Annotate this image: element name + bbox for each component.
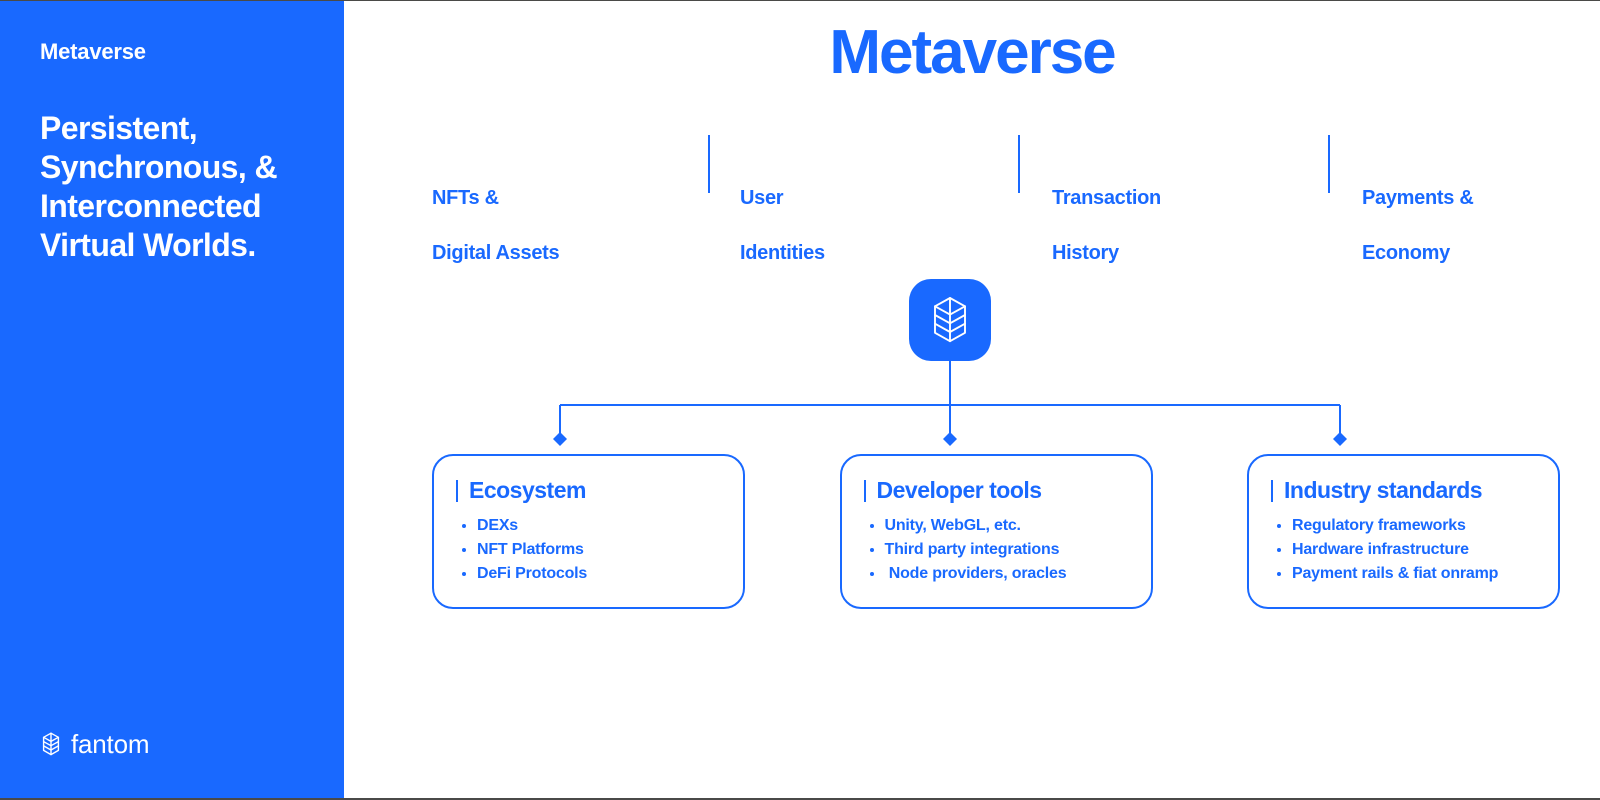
pillar-divider <box>1018 135 1020 193</box>
list-item: Payment rails & fiat onramp <box>1275 562 1538 586</box>
card-row: Ecosystem DEXs NFT Platforms DeFi Protoc… <box>432 454 1560 609</box>
pillar-transaction-history: Transaction History <box>1018 130 1328 268</box>
list-item: NFT Platforms <box>460 538 723 562</box>
pillar-label-line2: Economy <box>1362 242 1450 265</box>
sidebar-brand-lockup: fantom <box>40 731 149 757</box>
pillar-row: NFTs & Digital Assets User Identities Tr… <box>432 130 1532 268</box>
page-title: Metaverse <box>829 18 1116 87</box>
pillar-payments-economy: Payments & Economy <box>1328 130 1600 268</box>
list-item: Node providers, oracles <box>868 562 1131 586</box>
sidebar-kicker: Metaverse <box>40 39 146 64</box>
card-title: Ecosystem <box>469 477 586 503</box>
connector-tree <box>553 361 1347 446</box>
pillar-label-line1: Transaction <box>1052 187 1161 210</box>
card-accent-bar <box>1271 479 1273 502</box>
card-list: Regulatory frameworks Hardware infrastru… <box>1271 514 1538 586</box>
list-item: DEXs <box>460 514 723 538</box>
card-header: Developer tools <box>863 477 1131 503</box>
card-accent-bar <box>456 479 458 502</box>
card-list: Unity, WebGL, etc. Third party integrati… <box>864 514 1131 586</box>
sidebar: Metaverse Persistent, Synchronous, & Int… <box>0 1 344 798</box>
card-list: DEXs NFT Platforms DeFi Protocols <box>456 514 723 586</box>
sidebar-headline: Persistent, Synchronous, & Interconnecte… <box>40 110 278 264</box>
fantom-logo-icon <box>40 731 62 757</box>
card-ecosystem: Ecosystem DEXs NFT Platforms DeFi Protoc… <box>432 454 745 609</box>
connector-diamond-markers <box>553 432 1347 446</box>
card-accent-bar <box>863 479 866 502</box>
card-header: Industry standards <box>1271 477 1538 503</box>
pillar-nfts-digital-assets: NFTs & Digital Assets <box>432 130 708 268</box>
list-item: Regulatory frameworks <box>1275 514 1538 538</box>
card-developer-tools: Developer tools Unity, WebGL, etc. Third… <box>839 454 1153 609</box>
pillar-divider <box>708 135 710 193</box>
list-item: Hardware infrastructure <box>1275 538 1538 562</box>
sidebar-brand-name: fantom <box>71 729 150 759</box>
pillar-user-identities: User Identities <box>708 130 1018 268</box>
pillar-divider <box>1328 135 1330 193</box>
fantom-logo-icon <box>928 294 972 346</box>
card-header: Ecosystem <box>456 477 723 503</box>
stage: Metaverse NFTs & Digital Assets User Ide… <box>344 1 1600 798</box>
pillar-label-line2: Identities <box>740 242 825 265</box>
list-item: Unity, WebGL, etc. <box>868 514 1131 538</box>
list-item: DeFi Protocols <box>460 562 723 586</box>
card-title: Industry standards <box>1284 477 1483 503</box>
pillar-label-line1: Payments & <box>1362 187 1474 210</box>
pillar-label-line1: NFTs & <box>432 187 499 210</box>
list-item: Third party integrations <box>868 538 1131 562</box>
pillar-label-line2: Digital Assets <box>432 242 560 265</box>
card-title: Developer tools <box>876 477 1043 503</box>
pillar-label-line2: History <box>1052 242 1119 265</box>
card-industry-standards: Industry standards Regulatory frameworks… <box>1247 454 1560 609</box>
pillar-label-line1: User <box>740 187 784 210</box>
hub-badge <box>909 279 991 361</box>
